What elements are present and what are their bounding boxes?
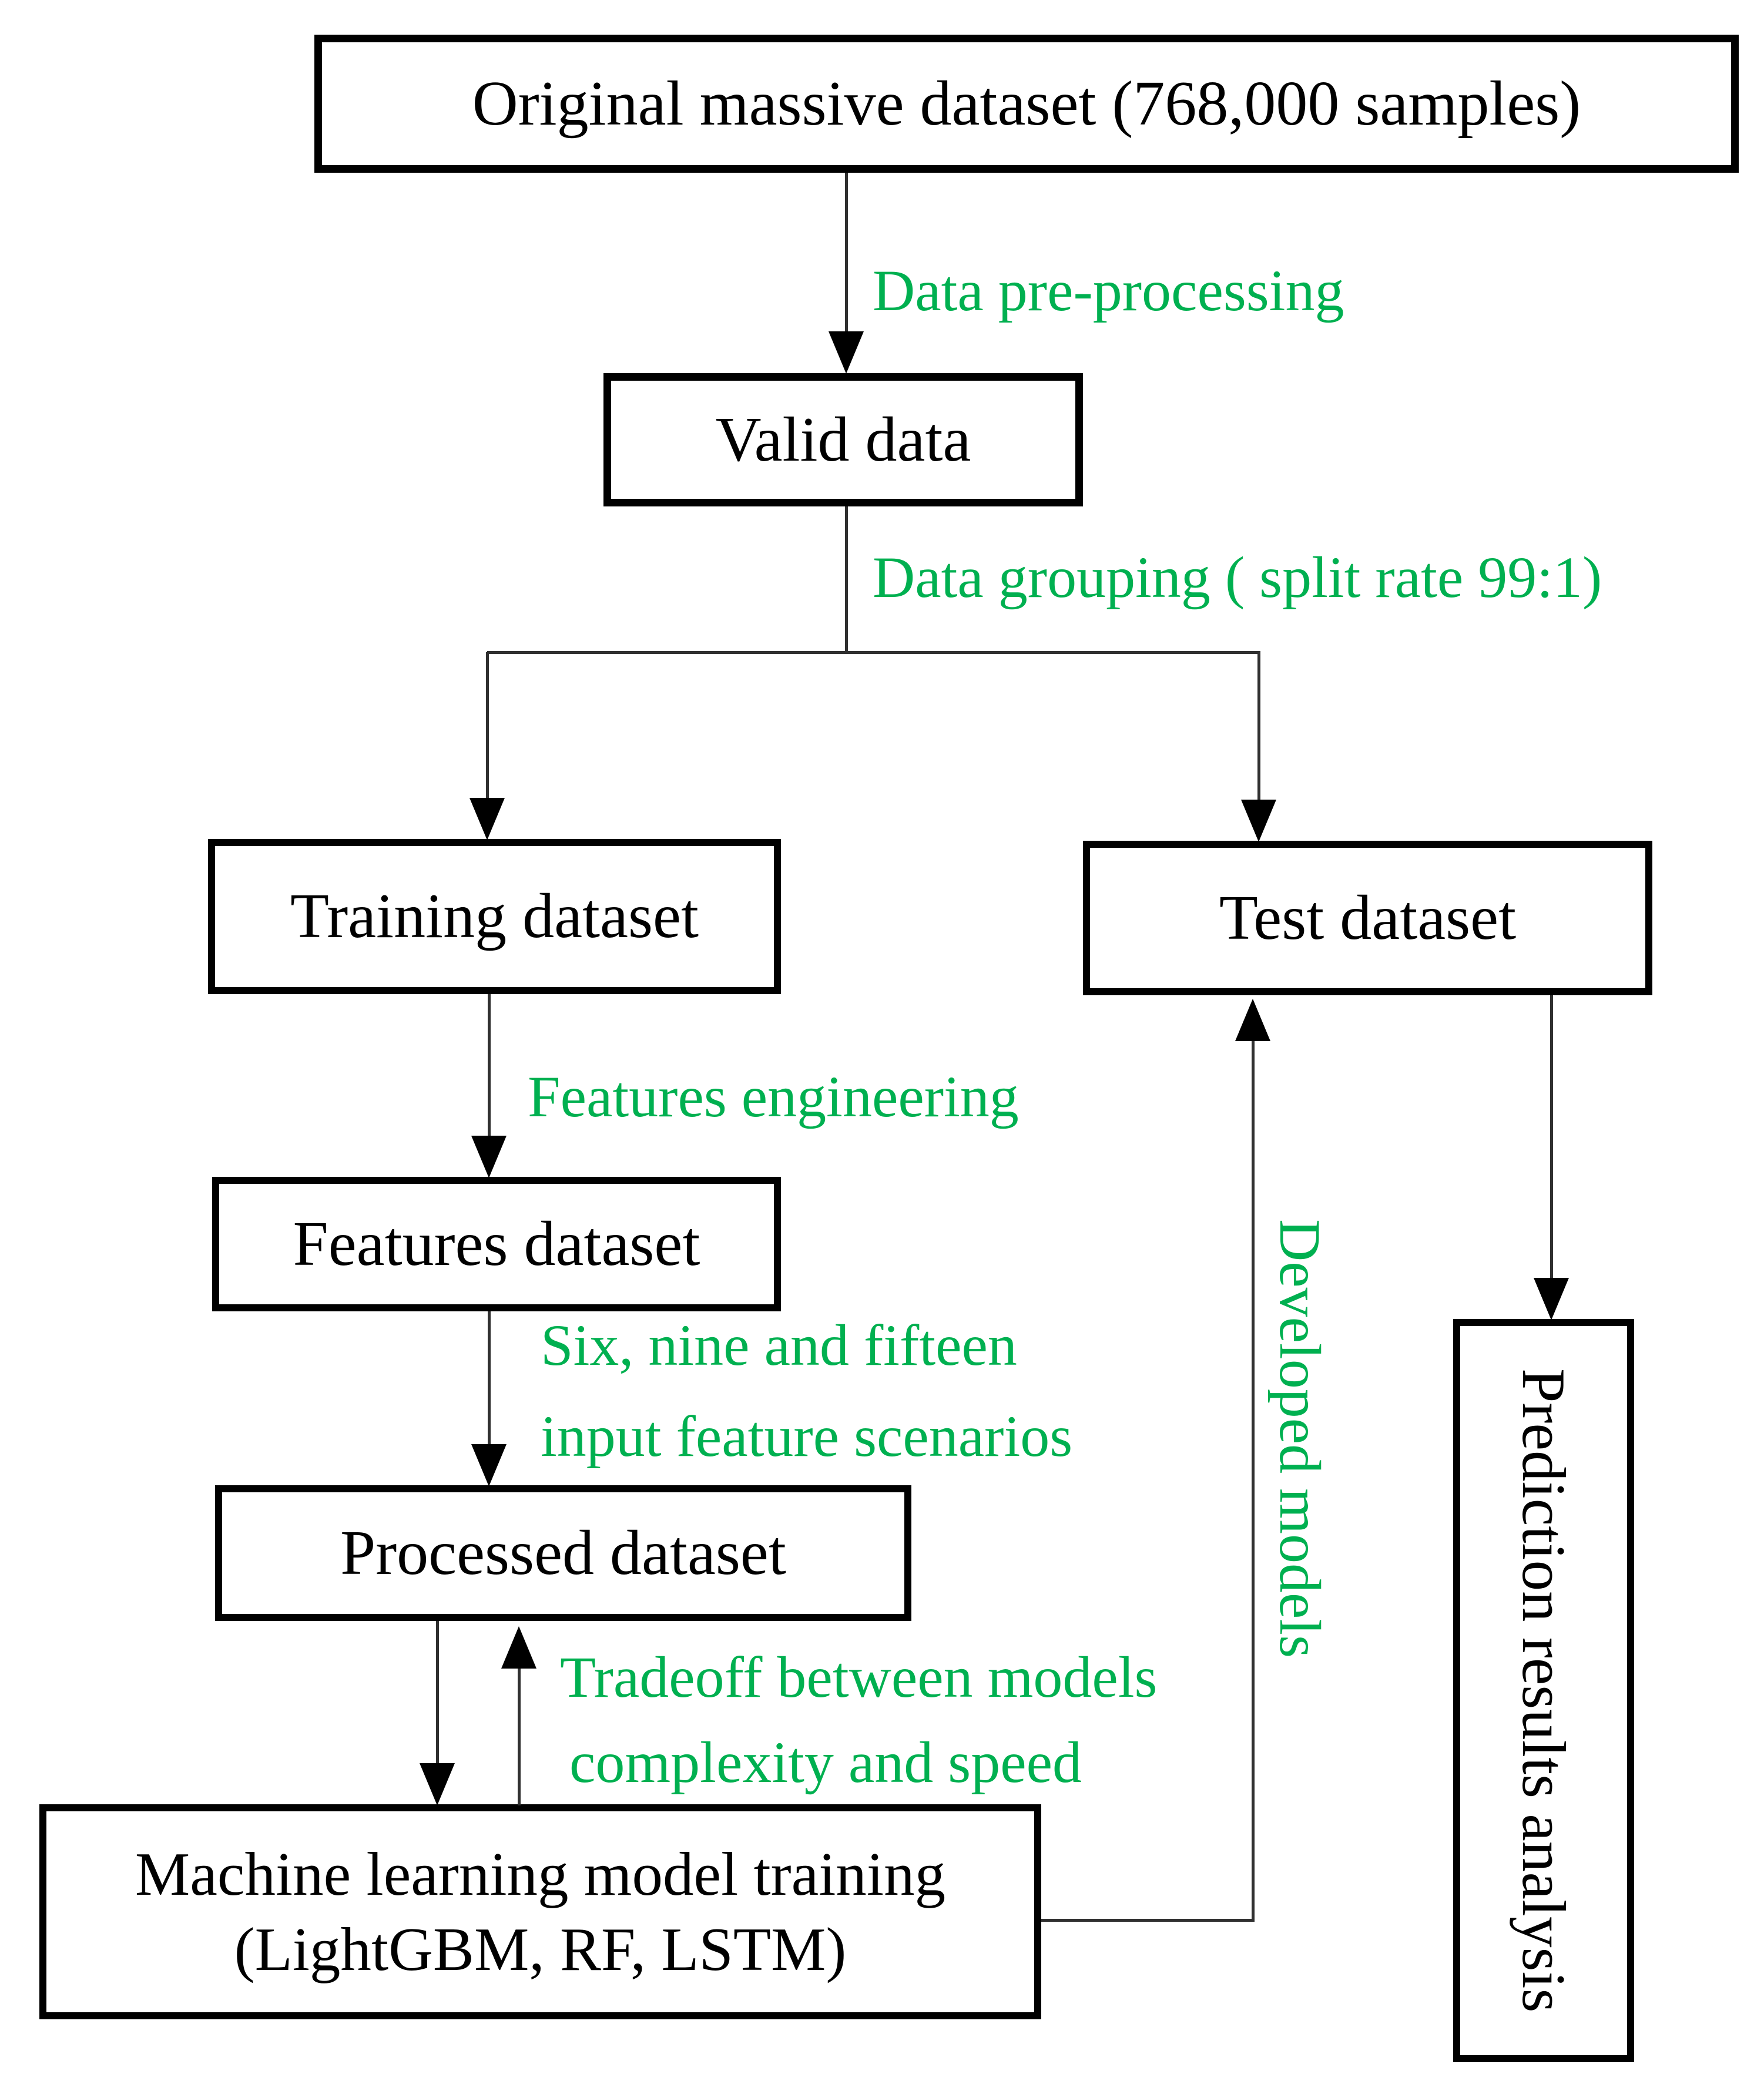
box-training-dataset: Training dataset <box>208 839 781 994</box>
connector-split-horizontal <box>487 651 1260 654</box>
connector-training-to-features <box>488 994 491 1138</box>
box-training-dataset-label: Training dataset <box>290 881 699 952</box>
label-features-engineering: Features engineering <box>528 1064 1019 1129</box>
connector-features-to-processed <box>488 1311 491 1446</box>
box-processed-dataset: Processed dataset <box>215 1485 911 1621</box>
label-input-feature-scenarios: Six, nine and fifteen input feature scen… <box>541 1300 1072 1482</box>
arrowhead-into-processed-icon <box>471 1444 507 1486</box>
label-data-preprocessing: Data pre-processing <box>873 258 1344 323</box>
box-ml-line1: Machine learning model training <box>135 1839 946 1908</box>
box-prediction-results-analysis-label: Prediction results analysis <box>1510 1368 1579 2013</box>
connector-ml-to-test-horizontal <box>1041 1919 1254 1922</box>
box-ml-model-training-label: Machine learning model training (LightGB… <box>135 1837 945 1987</box>
arrowhead-up-into-test-icon <box>1235 999 1270 1041</box>
box-valid-data: Valid data <box>603 373 1083 506</box>
box-ml-model-training: Machine learning model training (LightGB… <box>39 1804 1041 2019</box>
arrowhead-into-prediction-icon <box>1534 1278 1569 1320</box>
label-data-grouping: Data grouping ( split rate 99:1) <box>873 545 1602 610</box>
connector-processed-to-ml-down <box>436 1621 439 1766</box>
label-tradeoff-line1: Tradeoff between models <box>560 1644 1158 1710</box>
box-test-dataset: Test dataset <box>1083 841 1652 995</box>
label-tradeoff: Tradeoff between models complexity and s… <box>560 1634 1157 1805</box>
connector-ml-to-test-vertical <box>1252 1040 1255 1922</box>
box-valid-data-label: Valid data <box>715 404 971 475</box>
connector-original-to-valid <box>845 173 848 336</box>
connector-test-to-prediction <box>1550 995 1553 1291</box>
label-developed-models: Developed models <box>1267 1219 1333 1659</box>
arrowhead-into-ml-icon <box>420 1763 455 1805</box>
label-tradeoff-line2: complexity and speed <box>569 1730 1082 1795</box>
box-features-dataset-label: Features dataset <box>293 1209 700 1279</box>
arrowhead-up-into-processed-icon <box>501 1626 536 1669</box>
connector-ml-to-processed-up <box>518 1667 521 1805</box>
arrowhead-into-features-icon <box>471 1136 507 1178</box>
connector-split-to-training <box>486 652 489 800</box>
box-original-dataset-label: Original massive dataset (768,000 sample… <box>472 68 1581 139</box>
box-features-dataset: Features dataset <box>212 1177 781 1311</box>
label-scenarios-line2: input feature scenarios <box>541 1404 1073 1469</box>
box-test-dataset-label: Test dataset <box>1219 882 1517 953</box>
box-processed-dataset-label: Processed dataset <box>340 1518 786 1588</box>
box-prediction-results-analysis: Prediction results analysis <box>1453 1319 1634 2062</box>
label-scenarios-line1: Six, nine and fifteen <box>541 1313 1017 1378</box>
arrowhead-into-valid-icon <box>829 331 864 374</box>
box-original-dataset: Original massive dataset (768,000 sample… <box>314 35 1739 173</box>
connector-split-to-test <box>1257 652 1260 802</box>
box-ml-line2: (LightGBM, RF, LSTM) <box>234 1915 847 1983</box>
connector-valid-to-split <box>845 506 848 653</box>
arrowhead-into-test-icon <box>1241 800 1276 842</box>
arrowhead-into-training-icon <box>469 798 505 840</box>
